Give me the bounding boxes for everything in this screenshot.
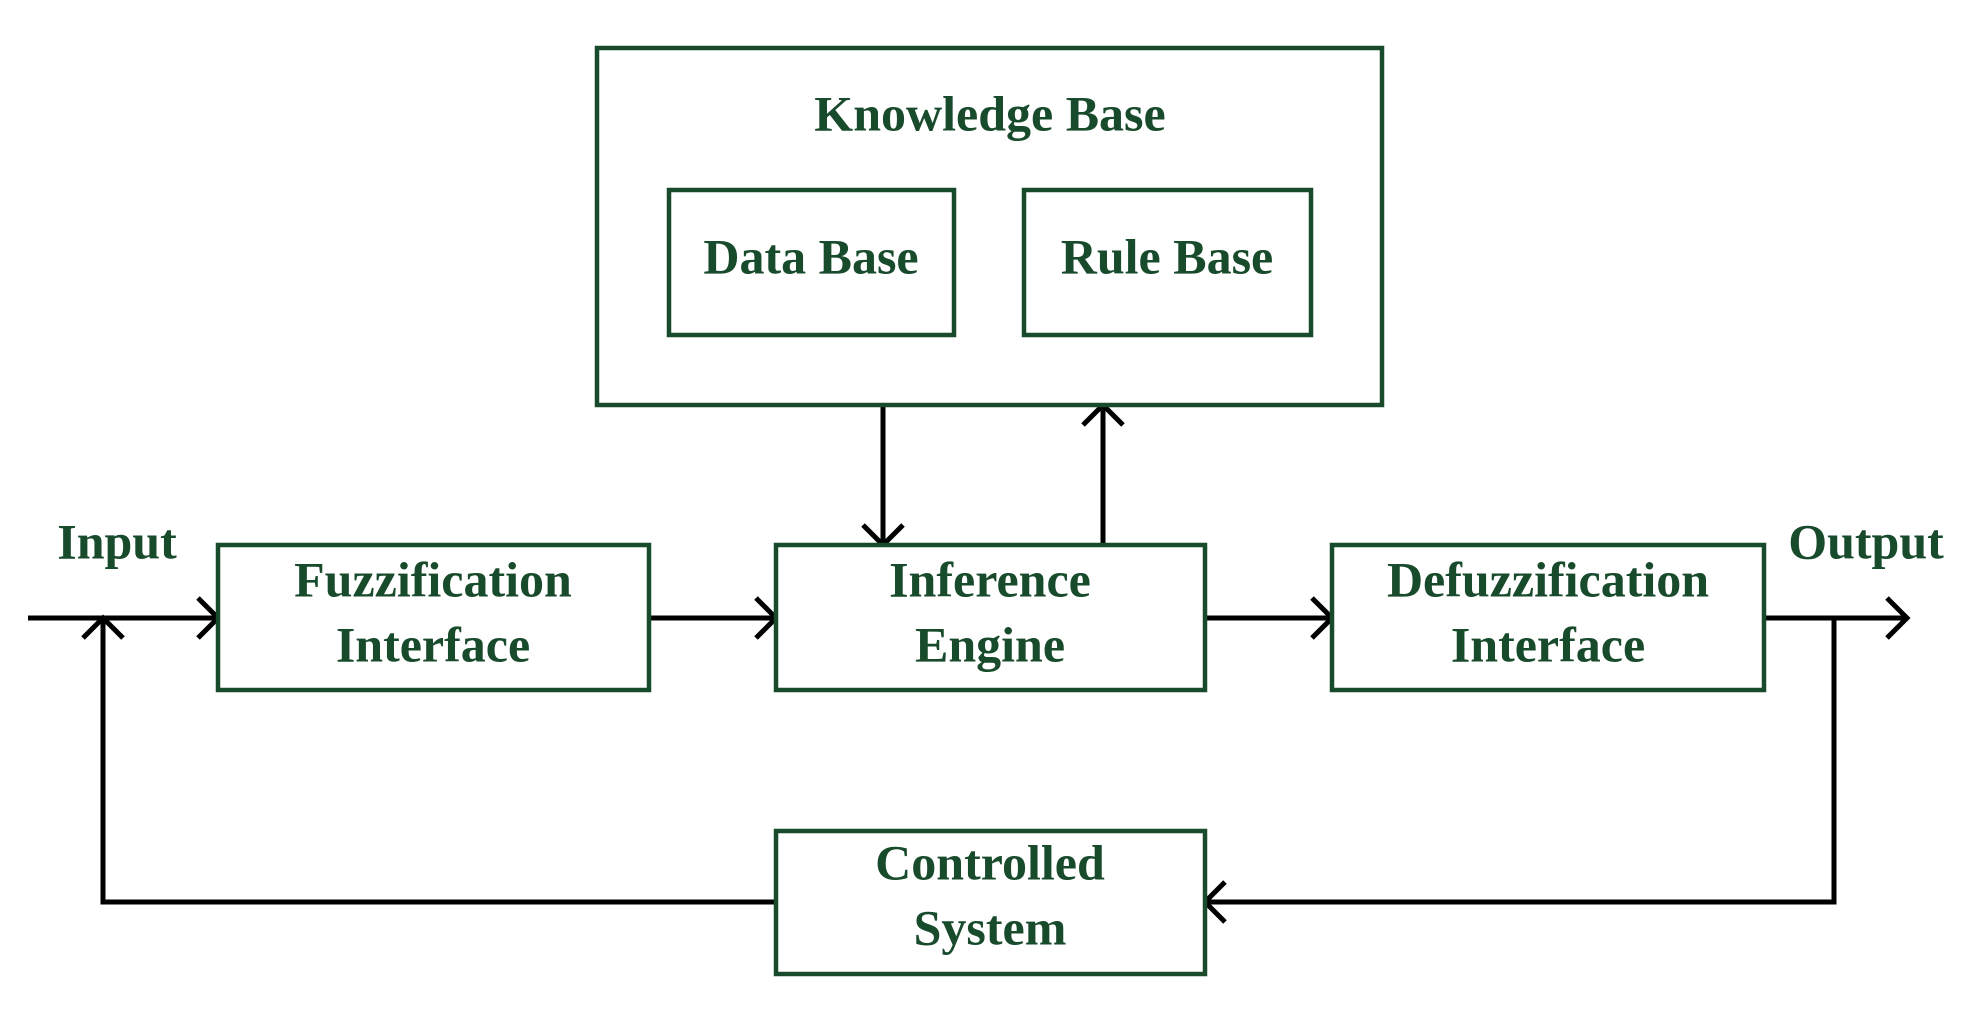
data-base-box bbox=[666, 187, 957, 338]
feedback-input-arrowhead bbox=[81, 614, 125, 640]
defuzzification-line1: Defuzzification bbox=[1387, 551, 1709, 607]
controlled-system-line2: System bbox=[914, 899, 1067, 955]
output-arrowhead bbox=[1885, 596, 1911, 640]
inference-line1: Inference bbox=[889, 551, 1091, 607]
fuzzification-line2: Interface bbox=[336, 616, 530, 672]
rule-base-label: Rule Base bbox=[1061, 228, 1274, 284]
feedback-input-line bbox=[100, 618, 776, 905]
controlled-system-line1: Controlled bbox=[875, 834, 1105, 890]
data-base-label: Data Base bbox=[703, 228, 918, 284]
inference-line2: Engine bbox=[915, 616, 1065, 672]
output-label: Output bbox=[1788, 513, 1944, 569]
controlled-system-box bbox=[773, 828, 1208, 977]
rule-base-box bbox=[1021, 187, 1314, 338]
input-label: Input bbox=[57, 513, 177, 569]
defuzzification-interface-box bbox=[1329, 542, 1767, 693]
fuzzification-line1: Fuzzification bbox=[294, 551, 572, 607]
knowledge-base-title: Knowledge Base bbox=[814, 85, 1165, 141]
defuzzification-line2: Interface bbox=[1451, 616, 1645, 672]
fuzzification-interface-box bbox=[215, 542, 652, 693]
inference-engine-box bbox=[773, 542, 1208, 693]
feedback-output-line bbox=[1205, 618, 1837, 905]
